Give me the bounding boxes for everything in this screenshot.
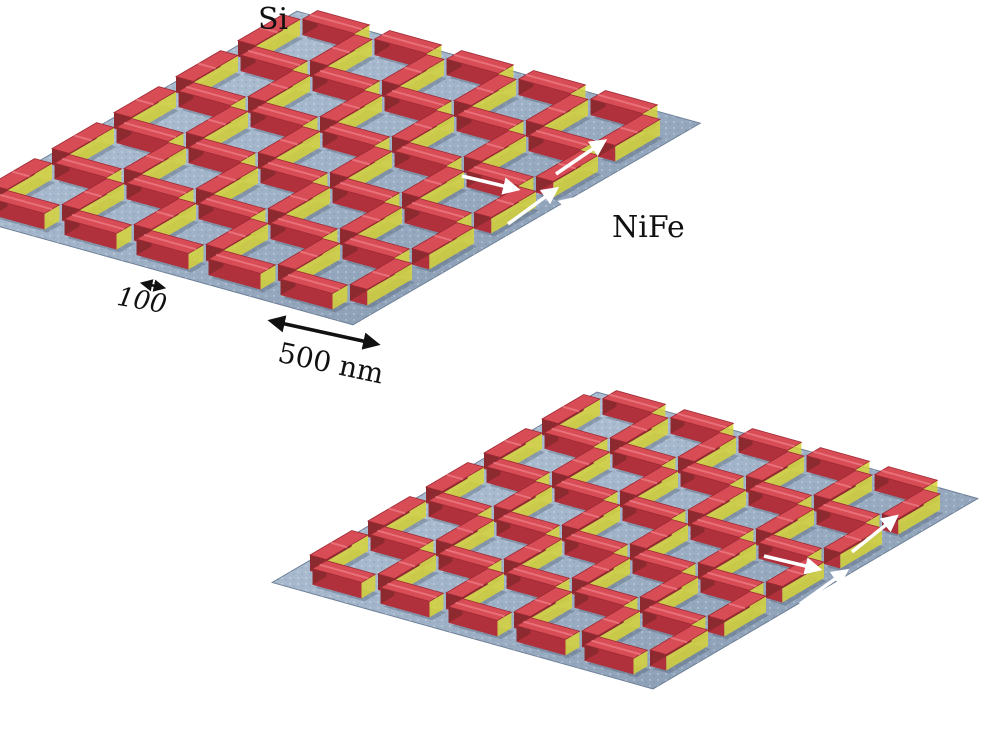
top-lattice-panel (0, 10, 702, 326)
magnetization-arrow (857, 575, 911, 594)
magnetization-arrow (555, 139, 608, 176)
nife-island (648, 625, 711, 674)
nife-island (543, 424, 611, 466)
nife-island (366, 496, 429, 545)
nife-island (207, 250, 279, 293)
nife-island (63, 210, 135, 253)
nife-island (0, 190, 63, 233)
si-label: Si (258, 2, 289, 37)
nife-island (410, 222, 477, 273)
gap-scale-arrow (139, 279, 167, 292)
nife-island (279, 270, 351, 313)
nife-island (311, 560, 379, 602)
nife-island (447, 598, 515, 640)
magnetization-arrow (461, 174, 521, 195)
magnetization-arrow (763, 554, 823, 575)
nife-island (873, 466, 941, 508)
magnetization-arrow (557, 196, 611, 216)
nife-island (379, 579, 447, 621)
nife-island (338, 202, 405, 253)
nife-island (348, 258, 415, 309)
nife-island (754, 504, 817, 553)
nife-island (135, 230, 207, 273)
magnetization-arrow (850, 514, 899, 554)
magnetization-arrow (506, 186, 560, 226)
nife-island (706, 591, 769, 640)
nife-island (583, 636, 651, 678)
nife-label: NiFe (612, 210, 685, 245)
magnetization-arrow (798, 568, 850, 606)
nife-island (596, 114, 663, 165)
bottom-lattice-panel (270, 390, 980, 690)
bar-scale-arrow (267, 315, 381, 350)
nife-island (515, 617, 583, 659)
